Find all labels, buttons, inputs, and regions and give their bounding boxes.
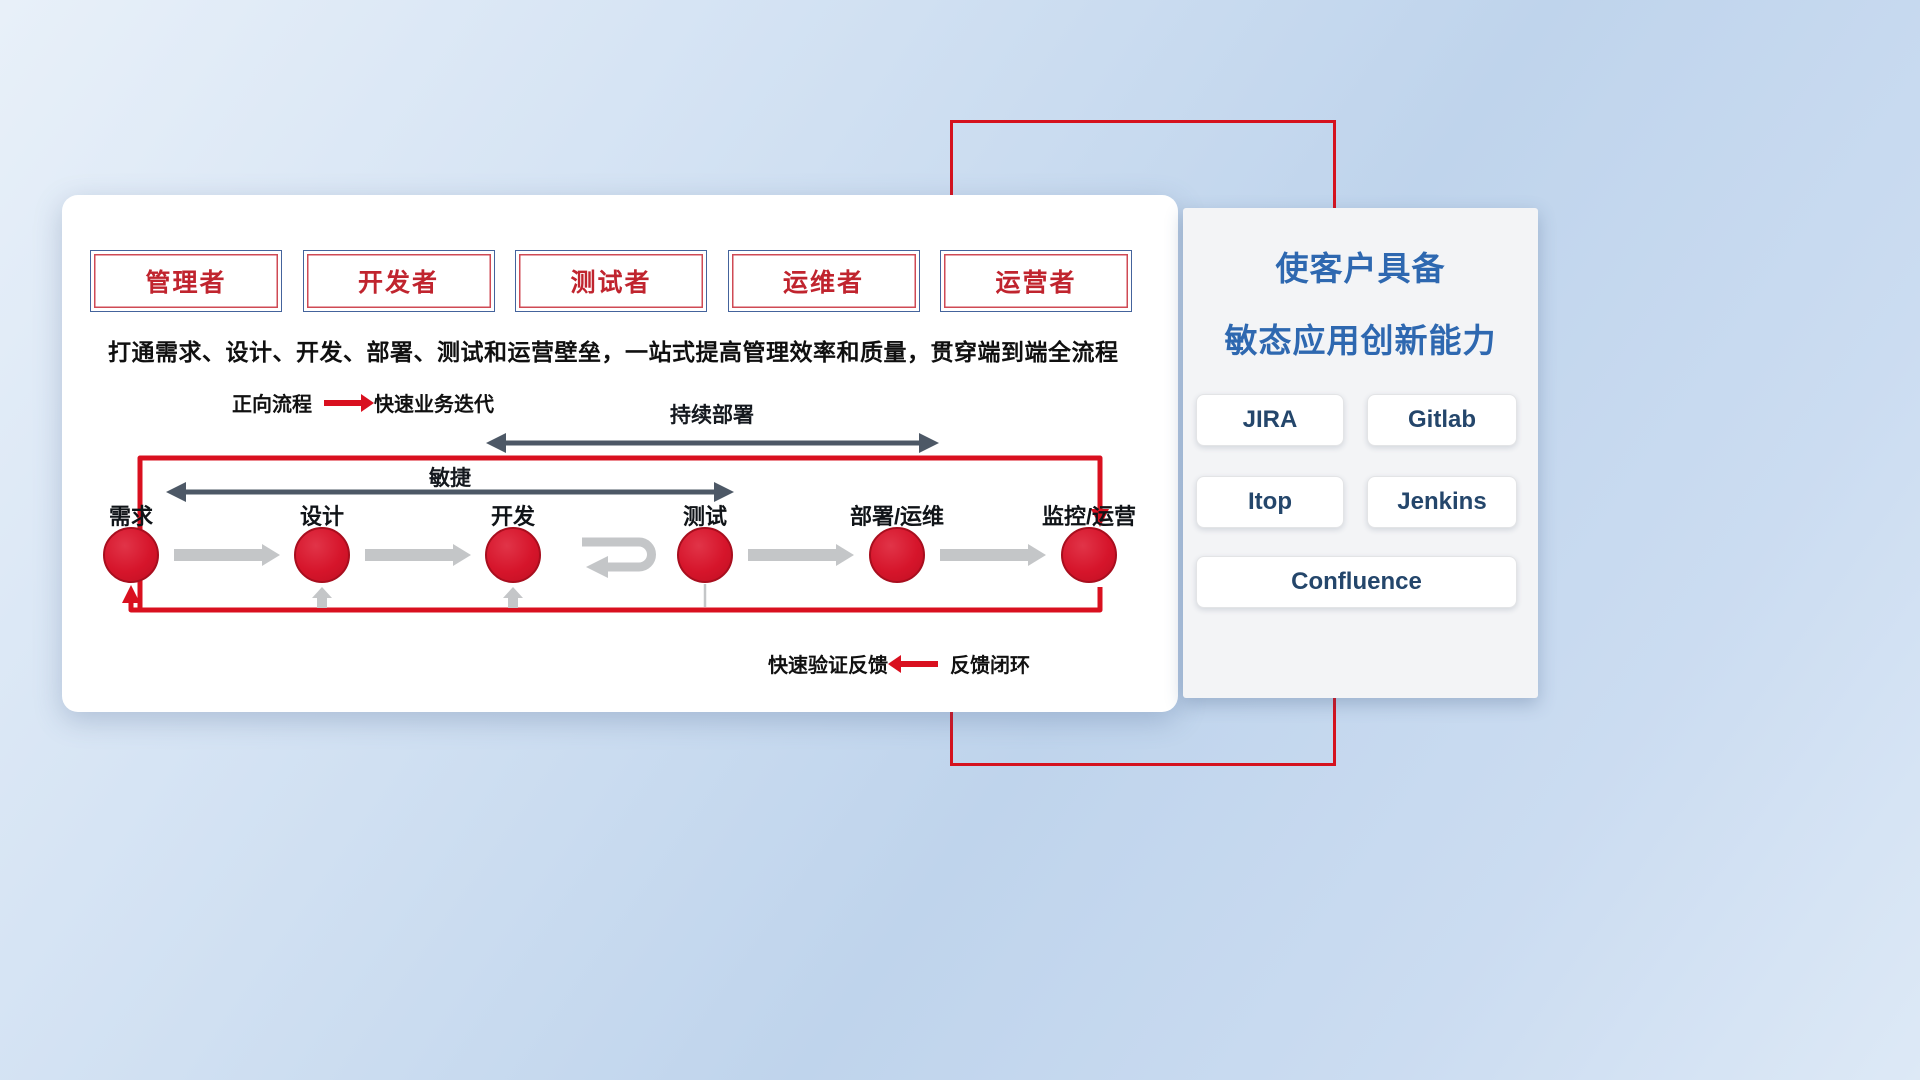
stage-label-design: 设计 [299,504,344,529]
role-box-developer: 开发者 [302,250,495,312]
continuous-deploy-label: 持续部署 [670,404,754,427]
mini-feedback-arrow-icon [312,584,707,608]
forward-legend: 正向流程 快速业务迭代 [232,388,494,417]
role-label: 运营者 [995,269,1077,297]
stage-label-deploy-ops: 部署/运维 [849,504,945,529]
tool-badge-itop: Itop [1196,476,1344,528]
role-label: 开发者 [357,269,439,297]
stage-label-requirements: 需求 [108,504,153,529]
role-box-manager: 管理者 [90,250,282,312]
stage-node-development [485,527,541,583]
capability-panel: 使客户具备 敏态应用创新能力 JIRA Gitlab Itop Jenkins … [1183,208,1538,698]
iteration-loop-icon [582,537,656,578]
stage-label-monitor-ops: 监控/运营 [1041,504,1137,529]
tool-badge-jira: JIRA [1196,394,1344,446]
stage-label-development: 开发 [490,504,535,529]
feedback-legend-label: 反馈闭环 [950,655,1030,677]
capability-title-line1: 使客户具备 [1275,250,1446,287]
roles-row: 管理者 开发者 测试者 运维者 运营者 [90,250,1132,312]
tool-badge-confluence: Confluence [1196,556,1517,608]
stage-node-requirements [103,527,159,583]
tool-badge-jenkins: Jenkins [1367,476,1517,528]
agile-arrow-icon [166,482,734,502]
role-box-tester: 测试者 [515,250,707,312]
continuous-deploy-arrow-icon [486,433,939,453]
role-box-operator: 运营者 [940,250,1132,312]
role-label: 运维者 [782,269,864,297]
role-box-ops: 运维者 [727,250,920,312]
feedback-arrow-icon [888,654,938,673]
stage-node-deploy-ops [869,527,925,583]
stage-node-design [294,527,350,583]
flow-arrow-icon [174,544,1046,566]
devops-flow-panel: 管理者 开发者 测试者 运维者 运营者 打通需求、设计、开发、部署、测试和运营壁… [62,195,1178,712]
forward-arrow-icon [324,393,374,412]
capability-title-line2: 敏态应用创新能力 [1224,322,1497,359]
headline: 打通需求、设计、开发、部署、测试和运营壁垒，一站式提高管理效率和质量，贯穿端到端… [108,339,1119,365]
forward-legend-label: 正向流程 [232,394,312,416]
agile-label: 敏捷 [429,467,471,490]
stage-node-monitor-ops [1061,527,1117,583]
tool-badge-gitlab: Gitlab [1367,394,1517,446]
feedback-legend-desc: 快速验证反馈 [768,655,888,677]
role-label: 测试者 [570,269,652,297]
feedback-loop-line [122,585,1103,613]
role-label: 管理者 [145,269,227,297]
feedback-legend: 快速验证反馈 反馈闭环 [768,649,1030,678]
forward-legend-desc: 快速业务迭代 [374,394,494,416]
stage-label-testing: 测试 [682,504,727,529]
stage-node-testing [677,527,733,583]
forward-loop-line [137,455,1109,608]
flow-diagram-lines [122,433,1109,613]
